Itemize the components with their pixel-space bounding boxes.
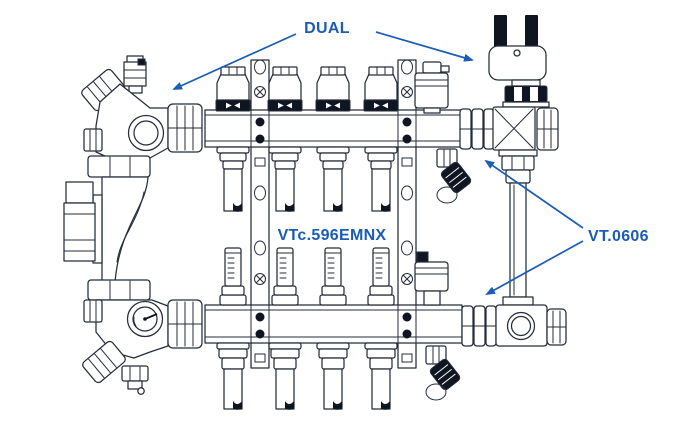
air-vent xyxy=(414,61,450,114)
loop-pipe xyxy=(268,342,302,411)
wall-bracket-block xyxy=(63,181,96,262)
arrow-dual-right xyxy=(375,31,474,62)
loop-pipe xyxy=(316,342,350,411)
loop-pipe xyxy=(216,146,250,213)
union-nut-return xyxy=(167,299,203,349)
loop-pipe xyxy=(216,342,250,411)
cross-valve xyxy=(492,106,559,157)
arrow-part-lower xyxy=(485,240,584,295)
loop-pipe xyxy=(364,342,398,411)
top-loop-connections xyxy=(216,146,398,213)
left-riser-pipe xyxy=(92,176,149,283)
thermometer-gauge xyxy=(126,300,164,338)
drain-valve xyxy=(425,345,462,401)
valve-cap xyxy=(363,66,399,112)
arrow-part-upper xyxy=(484,159,584,229)
return-tee xyxy=(495,304,567,347)
valve-cap xyxy=(315,66,351,112)
label-part: VT.0606 xyxy=(588,228,649,245)
loop-pipe xyxy=(316,146,350,213)
flow-meter xyxy=(271,247,299,306)
drain-valve xyxy=(436,148,473,204)
flow-meter xyxy=(319,247,347,306)
connector-stack-top xyxy=(459,108,495,150)
flow-meter xyxy=(367,247,395,306)
mixing-valve-actuator xyxy=(488,15,550,108)
riser-pipe xyxy=(501,155,535,306)
manifold-bottom-bar xyxy=(204,304,463,344)
valve-cap xyxy=(267,66,303,112)
angle-valve-lower xyxy=(82,279,169,395)
manifold-top-bar xyxy=(204,109,463,148)
flow-meter xyxy=(219,247,247,306)
connector-stack-bottom xyxy=(461,305,497,347)
loop-pipe xyxy=(268,146,302,213)
bottom-loop-connections xyxy=(216,342,398,411)
valve-cap xyxy=(215,66,251,112)
drain-fitting xyxy=(121,365,149,395)
air-vent xyxy=(414,251,449,306)
union-nut-supply xyxy=(167,103,203,153)
angle-valve-upper xyxy=(81,55,169,178)
loop-pipe xyxy=(364,146,398,213)
valve-caps xyxy=(215,66,399,112)
label-model: VTc.596EMNX xyxy=(278,227,387,244)
arrow-dual-left xyxy=(172,33,297,90)
annotations: DUAL VTc.596EMNX VT.0606 xyxy=(172,20,649,295)
label-dual: DUAL xyxy=(304,20,350,37)
flow-meters xyxy=(219,247,395,306)
bracket-straps xyxy=(250,109,417,344)
